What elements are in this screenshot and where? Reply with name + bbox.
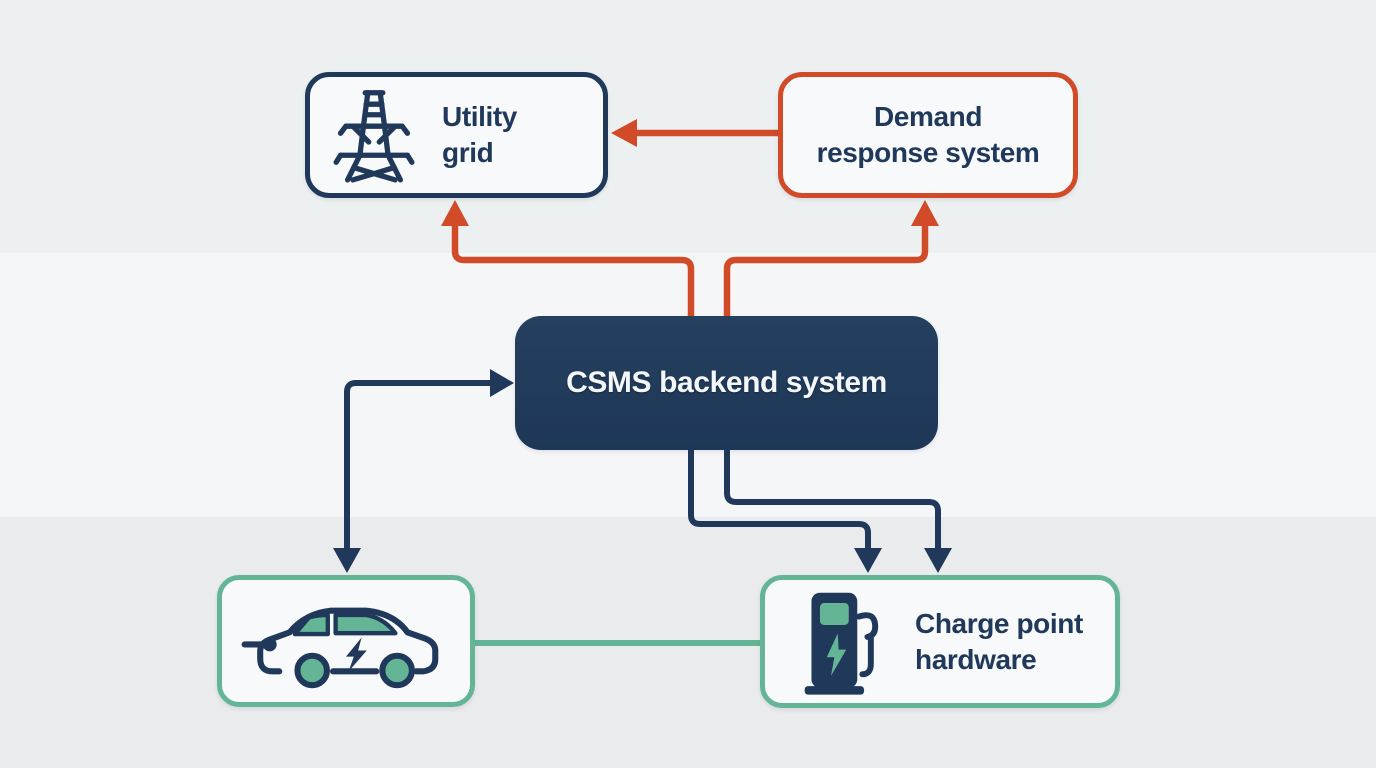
arrowhead-right-icon <box>490 369 514 397</box>
node-utility-grid: Utility grid <box>305 72 608 198</box>
label-line: hardware <box>915 643 1037 675</box>
node-csms-backend: CSMS backend system <box>515 316 938 450</box>
connector-csms-to-demand <box>723 222 929 318</box>
arrowhead-up-icon <box>911 200 939 226</box>
electric-car-icon <box>234 589 458 693</box>
label-line: Charge point <box>915 607 1083 639</box>
connector-car-to-csms <box>344 380 492 551</box>
label-line: grid <box>442 137 494 168</box>
node-label: Demand response system <box>817 99 1040 171</box>
arrowhead-down-icon <box>924 548 952 573</box>
transmission-tower-icon <box>330 85 418 185</box>
arrowhead-down-icon <box>333 548 361 573</box>
connector-csms-to-chargepoint-1 <box>688 450 871 550</box>
label-line: response system <box>816 137 1040 168</box>
label-line: Utility <box>442 101 517 133</box>
arrowhead-down-icon <box>854 548 882 573</box>
node-charge-point: Charge point hardware <box>760 575 1120 708</box>
node-ev-car <box>217 575 475 707</box>
node-label: Utility grid <box>442 99 517 171</box>
node-demand-response: Demand response system <box>778 72 1078 198</box>
connector-csms-to-chargepoint-2 <box>724 450 941 550</box>
arrowhead-up-icon <box>441 200 469 226</box>
label-line: Demand <box>873 101 983 133</box>
node-label: CSMS backend system <box>566 365 887 399</box>
arrowhead-left-icon <box>611 119 637 147</box>
charging-station-icon <box>793 586 891 698</box>
node-label: Charge point hardware <box>915 606 1083 678</box>
connector-csms-to-utility <box>451 222 695 318</box>
